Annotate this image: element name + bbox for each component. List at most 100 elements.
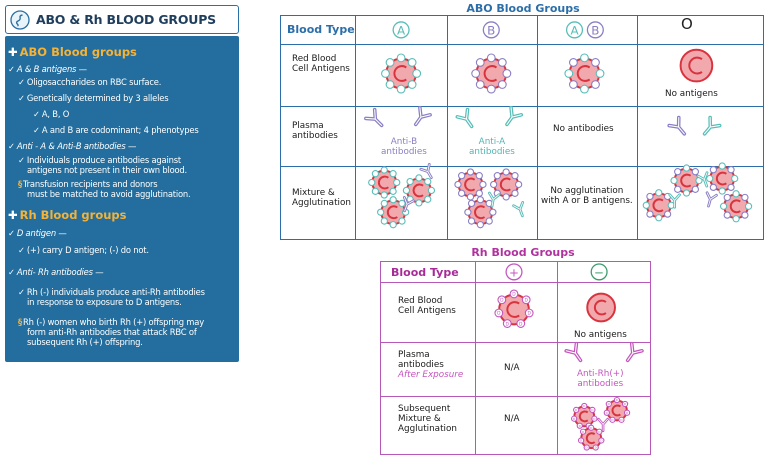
anti-b-antibody bbox=[364, 107, 384, 128]
antigen bbox=[493, 172, 501, 180]
antigen bbox=[415, 199, 423, 207]
note-line: subsequent Rh (+) offspring. bbox=[27, 337, 143, 347]
note-line: ✓A & B antigens — bbox=[8, 64, 87, 74]
antigen bbox=[621, 400, 629, 408]
note-line: in response to exposure to D antigens. bbox=[27, 297, 182, 307]
antigen bbox=[402, 186, 411, 195]
antigen-label: D bbox=[593, 417, 596, 421]
antigen bbox=[380, 191, 388, 199]
antigen-label: D bbox=[595, 446, 598, 450]
type-b-badge-text: B bbox=[487, 23, 495, 37]
antigen bbox=[406, 177, 414, 186]
check-icon: ✓ bbox=[8, 141, 15, 151]
anti-a-antibody bbox=[696, 171, 709, 188]
cell-type-ab bbox=[564, 53, 605, 94]
antigen bbox=[718, 162, 726, 170]
antigen bbox=[591, 80, 600, 89]
antigen bbox=[407, 80, 417, 89]
antigen bbox=[475, 80, 485, 89]
antigen bbox=[613, 396, 621, 404]
antigen-label: D bbox=[591, 408, 594, 412]
antigen bbox=[389, 170, 397, 178]
antigen bbox=[576, 422, 583, 429]
antigen bbox=[524, 308, 534, 318]
anti-rh-label: Anti-Rh(+)antibodies bbox=[577, 369, 624, 389]
agglutinated-cell bbox=[719, 190, 753, 223]
agglutinated-cell bbox=[377, 196, 410, 229]
antigen bbox=[424, 195, 432, 203]
antigen bbox=[502, 193, 510, 201]
antigen bbox=[427, 186, 436, 195]
antigen bbox=[368, 178, 376, 187]
note-line: §Transfusion recipients and donors bbox=[18, 179, 158, 189]
note-line: ✓Anti - A & Anti-B antibodies — bbox=[8, 141, 137, 151]
antigen bbox=[475, 172, 483, 180]
antigen bbox=[580, 53, 589, 63]
antigen bbox=[466, 168, 475, 176]
agglutinated-cell bbox=[402, 174, 436, 207]
check-icon: ✓ bbox=[18, 287, 25, 297]
antigen bbox=[723, 211, 731, 219]
antigen bbox=[502, 69, 512, 78]
antigen-label: D bbox=[512, 292, 516, 298]
no-antibodies-label: No antibodies bbox=[553, 124, 614, 134]
antigen bbox=[592, 444, 599, 451]
antigen bbox=[393, 178, 401, 187]
antigen bbox=[568, 80, 578, 89]
antigen bbox=[398, 217, 406, 225]
check-icon: ✓ bbox=[8, 228, 15, 238]
antigen bbox=[476, 221, 485, 229]
anti-b-antibody bbox=[419, 162, 433, 180]
antigen-label: D bbox=[579, 424, 582, 428]
agglutinated-cell bbox=[368, 166, 401, 199]
antigen bbox=[595, 69, 605, 78]
antigen bbox=[642, 201, 650, 209]
antigen-label: D bbox=[608, 402, 611, 406]
antigen bbox=[479, 180, 487, 189]
notes-panel: ABO & Rh BLOOD GROUPS ✚ABO Blood groups … bbox=[5, 5, 239, 362]
anti-b-antibody bbox=[402, 196, 415, 213]
antigen bbox=[385, 80, 395, 89]
antigen bbox=[380, 199, 388, 208]
antigen-label: D bbox=[500, 298, 504, 304]
antigen-label: D bbox=[606, 411, 609, 415]
plus-icon: ✚ bbox=[8, 208, 18, 222]
antigen bbox=[494, 308, 504, 318]
antigen bbox=[732, 215, 740, 223]
type-b-badge bbox=[482, 21, 500, 39]
antigen bbox=[396, 84, 406, 94]
note-line: ✓Rh (-) individuals produce anti-Rh anti… bbox=[18, 287, 205, 297]
anti-rh-antibody bbox=[564, 341, 583, 363]
antigen-label: D bbox=[598, 430, 601, 434]
no-antigens-label: No antigens bbox=[665, 89, 718, 99]
antigen bbox=[380, 217, 388, 225]
antigen bbox=[497, 295, 507, 305]
check-icon: ✓ bbox=[18, 155, 25, 165]
antigen bbox=[424, 177, 432, 186]
antigen bbox=[596, 428, 603, 435]
antigen-label: D bbox=[583, 404, 586, 408]
antigen bbox=[568, 58, 578, 67]
antigen bbox=[663, 210, 672, 218]
antigen bbox=[646, 210, 654, 218]
antigen bbox=[514, 180, 523, 189]
antigen bbox=[564, 69, 574, 78]
note-line: ✓Individuals produce antibodies against bbox=[18, 155, 181, 165]
type-ab-badge-a bbox=[565, 21, 584, 39]
note-line: antigens not present in their own blood. bbox=[27, 165, 188, 175]
notes-header: ABO & Rh BLOOD GROUPS bbox=[5, 5, 239, 34]
antigen bbox=[741, 193, 749, 202]
rh-no-antigens-label: No antigens bbox=[574, 330, 627, 340]
antigen bbox=[385, 58, 395, 67]
antigen bbox=[583, 444, 590, 451]
antigen bbox=[389, 187, 397, 195]
antigen bbox=[486, 84, 496, 94]
note-line: ✓A, B, O bbox=[33, 109, 70, 119]
